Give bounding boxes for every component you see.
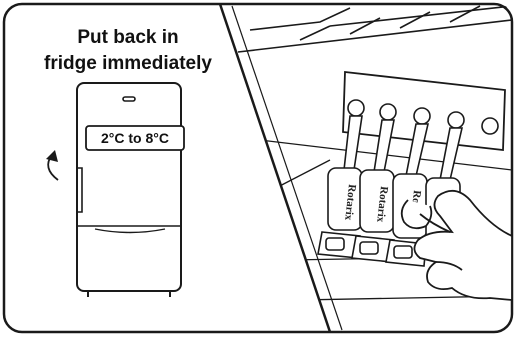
fridge-illustration (77, 83, 184, 297)
temperature-label: 2°C to 8°C (86, 126, 184, 150)
instruction-title-line-2: fridge immediately (14, 53, 242, 75)
instruction-title-line-1: Put back in (14, 27, 242, 49)
fridge-body (77, 83, 181, 291)
empty-slot (482, 118, 498, 134)
